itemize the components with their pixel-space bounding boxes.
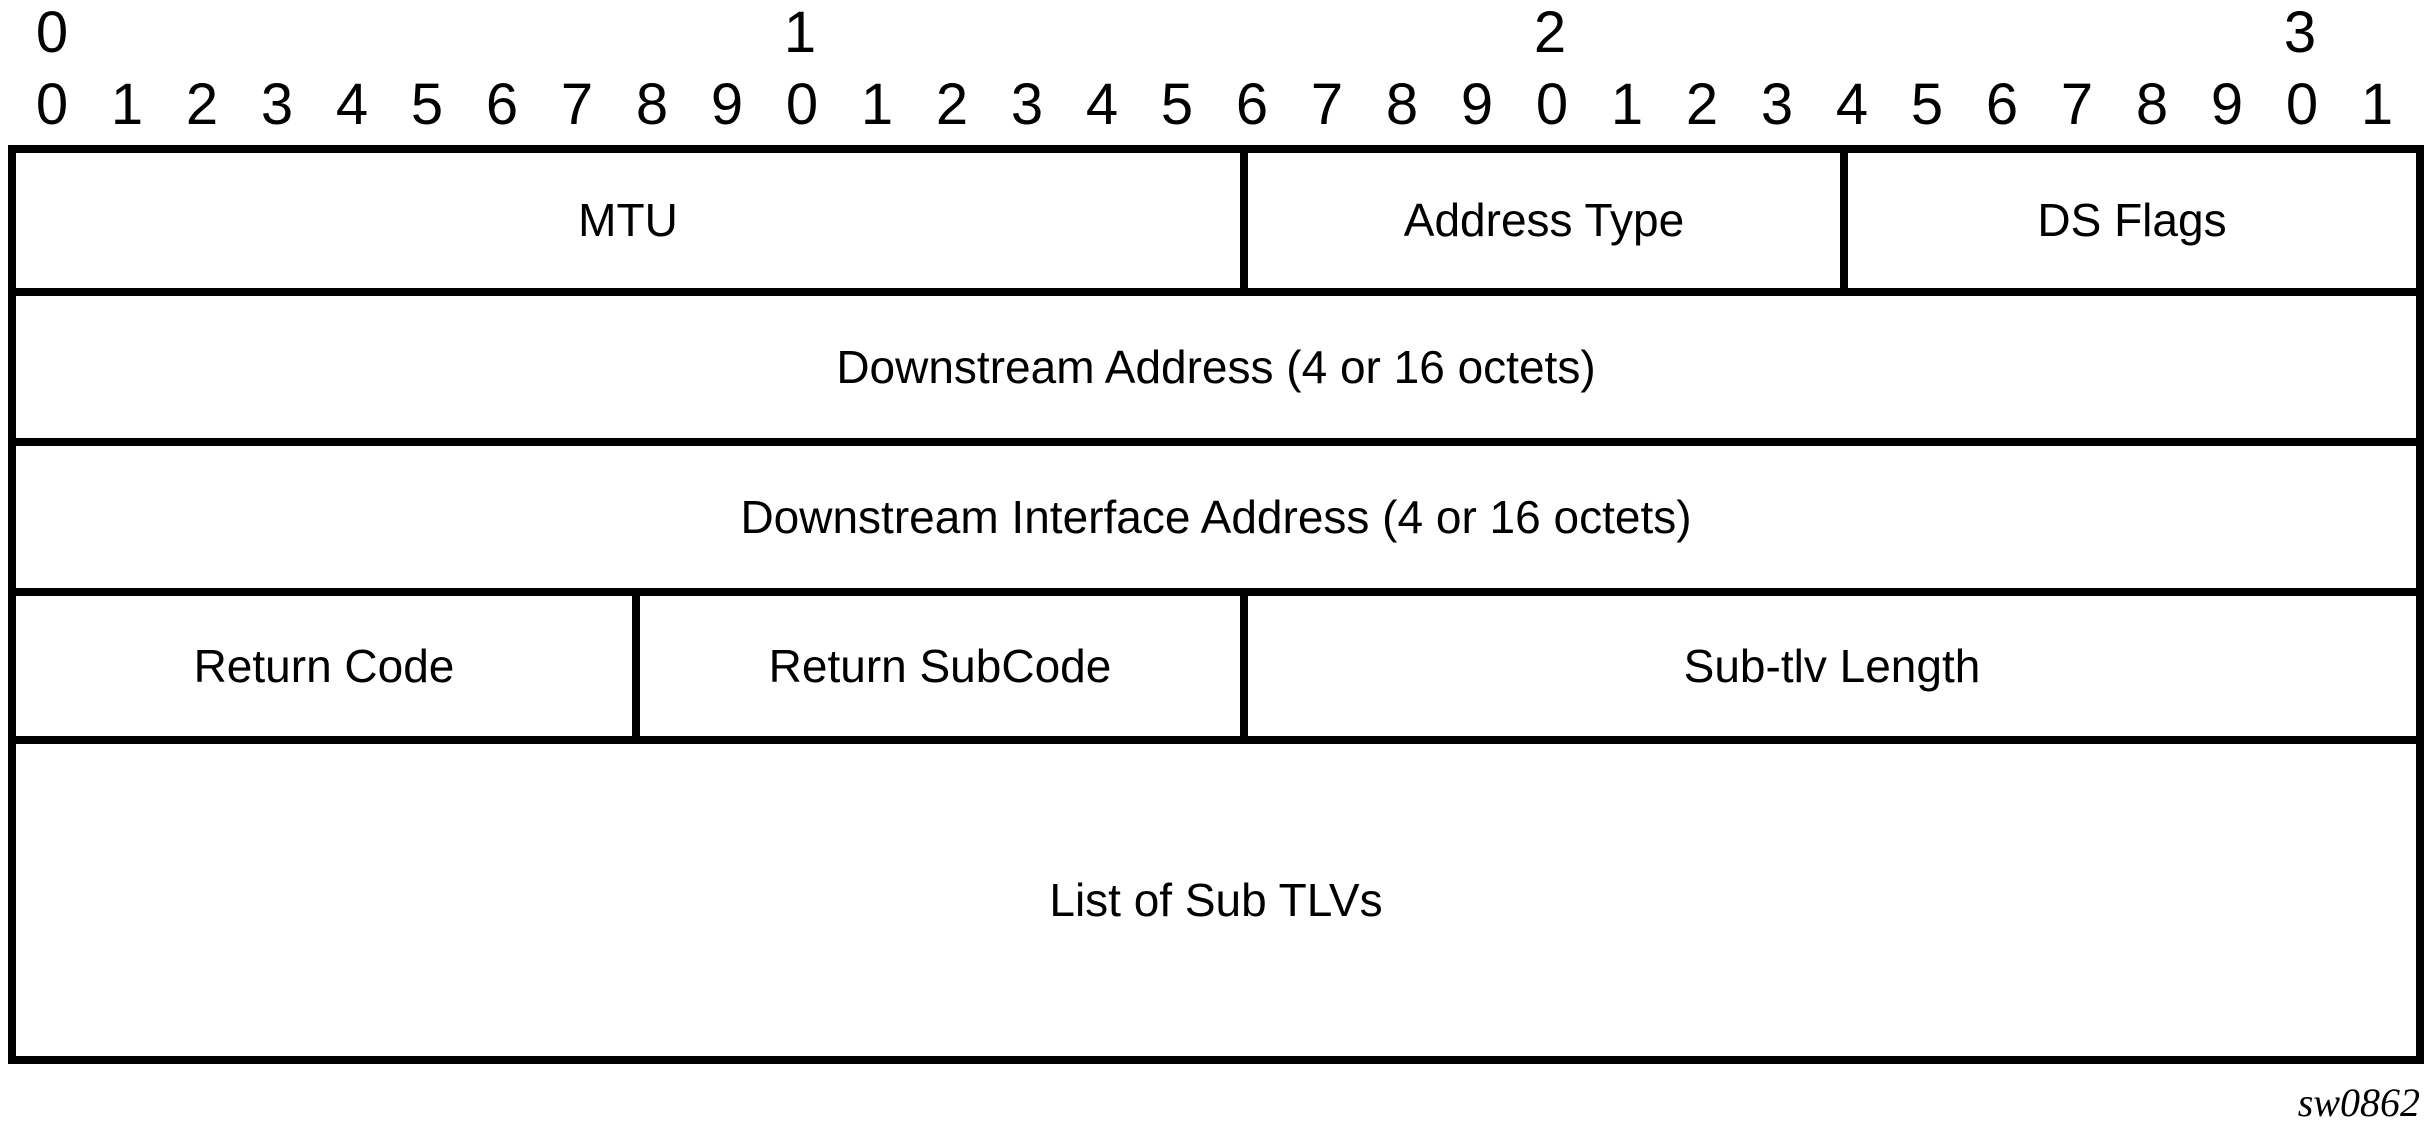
bit-ruler-units-digit: 0 xyxy=(35,72,69,137)
field-downstream-address: Downstream Address (4 or 16 octets) xyxy=(836,340,1596,393)
bit-ruler-tens-digit: 1 xyxy=(783,0,817,65)
bit-ruler-units-digit: 1 xyxy=(110,72,144,137)
field-downstream-interface-address: Downstream Interface Address (4 or 16 oc… xyxy=(740,490,1692,543)
row-border xyxy=(8,438,2424,446)
bit-ruler-units-digit: 0 xyxy=(2285,72,2319,137)
bit-ruler-units-digit: 3 xyxy=(1760,72,1794,137)
bit-ruler-units-digit: 9 xyxy=(1460,72,1494,137)
row-border xyxy=(8,736,2424,744)
bit-ruler-units-digit: 1 xyxy=(860,72,894,137)
bit-ruler-units-digit: 8 xyxy=(2135,72,2169,137)
bit-ruler-tens-digit: 0 xyxy=(35,0,69,65)
bit-ruler-units-digit: 6 xyxy=(1985,72,2019,137)
bit-ruler-units-digit: 5 xyxy=(1910,72,1944,137)
field-mtu: MTU xyxy=(578,194,678,247)
bit-ruler-units-digit: 5 xyxy=(410,72,444,137)
field-list-of-sub-tlvs: List of Sub TLVs xyxy=(1049,873,1383,926)
field-divider xyxy=(1840,145,1848,296)
bit-ruler-units-digit: 4 xyxy=(1085,72,1119,137)
bit-ruler-units-digit: 3 xyxy=(1010,72,1044,137)
field-divider xyxy=(1240,588,1248,744)
field-ds-flags: DS Flags xyxy=(2037,194,2227,247)
bit-ruler-units-digit: 9 xyxy=(2210,72,2244,137)
bit-ruler-units-digit: 3 xyxy=(260,72,294,137)
field-divider xyxy=(1240,145,1248,296)
bit-ruler-units-digit: 0 xyxy=(785,72,819,137)
bit-ruler-units-digit: 6 xyxy=(1235,72,1269,137)
bit-ruler-units-digit: 7 xyxy=(560,72,594,137)
bit-ruler-units-digit: 4 xyxy=(335,72,369,137)
figure-id-caption: sw0862 xyxy=(2297,1080,2420,1125)
bit-ruler-units-digit: 5 xyxy=(1160,72,1194,137)
row-border-top xyxy=(8,145,2424,153)
bit-ruler-units-digit: 1 xyxy=(1610,72,1644,137)
field-return-subcode: Return SubCode xyxy=(768,639,1112,692)
row-border xyxy=(8,588,2424,596)
bit-ruler-tens-digit: 2 xyxy=(1533,0,1567,65)
bit-ruler-units-digit: 4 xyxy=(1835,72,1869,137)
field-return-code: Return Code xyxy=(193,639,455,692)
frame-left-edge xyxy=(8,145,16,1064)
field-address-type: Address Type xyxy=(1403,194,1685,247)
bit-ruler-tens-digit: 3 xyxy=(2283,0,2317,65)
frame-right-edge xyxy=(2416,145,2424,1064)
bit-ruler-units-digit: 8 xyxy=(635,72,669,137)
row-border xyxy=(8,288,2424,296)
bit-ruler-units-digit: 2 xyxy=(1685,72,1719,137)
row-border-bottom xyxy=(8,1056,2424,1064)
bit-ruler-units-digit: 1 xyxy=(2360,72,2394,137)
bit-ruler-units-digit: 6 xyxy=(485,72,519,137)
bit-ruler-units-digit: 2 xyxy=(185,72,219,137)
bit-ruler-units-digit: 2 xyxy=(935,72,969,137)
field-divider xyxy=(632,588,640,744)
bit-ruler-units-digit: 9 xyxy=(710,72,744,137)
field-subtlv-length: Sub-tlv Length xyxy=(1683,639,1981,692)
bit-ruler-units-digit: 0 xyxy=(1535,72,1569,137)
bit-ruler-units-digit: 7 xyxy=(1310,72,1344,137)
bit-ruler-tens: 0 1 2 3 xyxy=(0,0,2428,70)
bit-ruler-units-digit: 7 xyxy=(2060,72,2094,137)
bit-ruler-units-digit: 8 xyxy=(1385,72,1419,137)
